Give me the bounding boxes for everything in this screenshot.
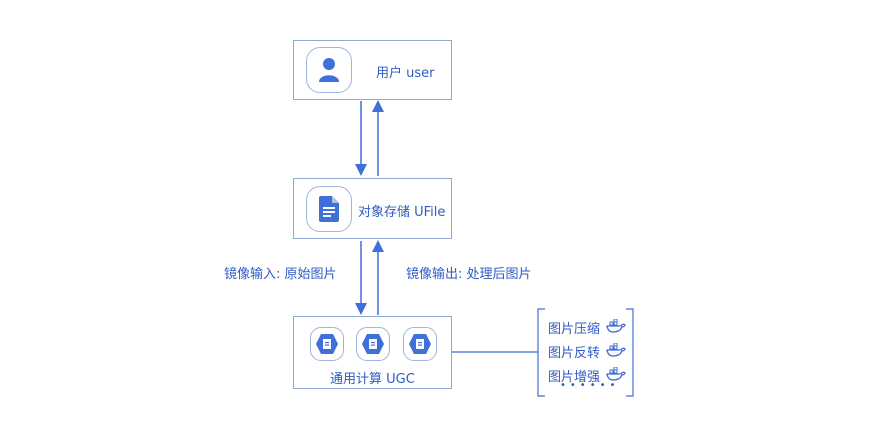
more-tasks-ellipsis: •••••• <box>560 380 620 391</box>
task-list-bracket-right <box>626 308 634 397</box>
user-icon <box>306 47 352 93</box>
docker-whale-icon <box>606 319 626 333</box>
docker-whale-icon <box>606 367 626 381</box>
task-list-bracket-left <box>537 308 545 397</box>
task-item-enhance: 图片增强 <box>548 370 601 385</box>
user-box: 用户 user <box>293 40 452 100</box>
task-item-flip: 图片反转 <box>548 346 601 361</box>
storage-box: 对象存储 UFile <box>293 178 452 239</box>
document-icon <box>306 186 352 232</box>
compute-label: 通用计算 UGC <box>330 372 415 387</box>
gear-hex-icon <box>356 327 390 361</box>
gear-hex-icon <box>403 327 437 361</box>
compute-box: 通用计算 UGC <box>293 316 452 389</box>
output-edge-label: 镜像输出: 处理后图片 <box>406 267 532 282</box>
storage-label: 对象存储 UFile <box>358 205 446 220</box>
docker-whale-icon <box>606 343 626 357</box>
task-item-compress: 图片压缩 <box>548 322 601 337</box>
user-label: 用户 user <box>376 66 435 81</box>
gear-hex-icon <box>310 327 344 361</box>
input-edge-label: 镜像输入: 原始图片 <box>224 267 337 282</box>
